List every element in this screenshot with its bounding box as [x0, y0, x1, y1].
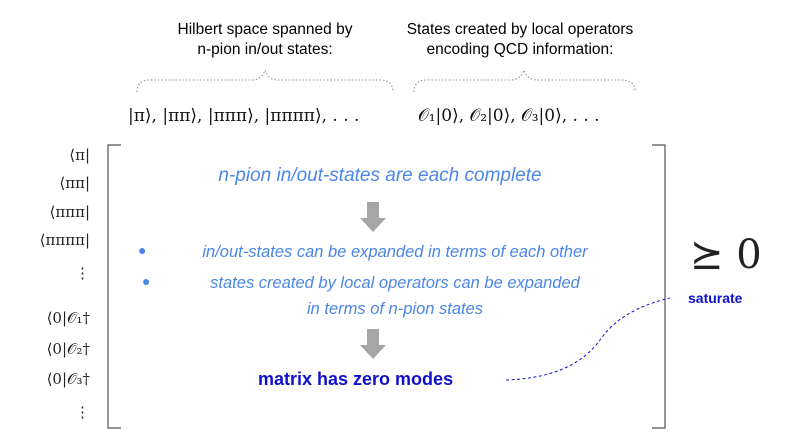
- bullet-dot-2: ●: [142, 273, 151, 289]
- bra-row-7: ⟨0|𝒪₂†: [46, 340, 90, 358]
- bullet-local-operators-line2: in terms of n-pion states: [306, 300, 484, 318]
- bra-row-2: ⟨ππ|: [59, 174, 90, 192]
- header-local-line1: States created by local operators: [406, 21, 634, 38]
- dashed-connector: [505, 297, 671, 381]
- bullet-dot-1: ●: [138, 242, 147, 258]
- conclusion-zero-modes: matrix has zero modes: [258, 369, 454, 389]
- bra-row-5: ⋮: [75, 264, 90, 282]
- bra-row-1: ⟨π|: [69, 146, 90, 164]
- bra-row-9: ⋮: [75, 403, 90, 421]
- left-matrix-bracket: [107, 144, 121, 429]
- n-pion-kets: |π⟩, |ππ⟩, |πππ⟩, |ππππ⟩, . . .: [128, 106, 360, 126]
- header-hilbert-line2: n-pion in/out states:: [197, 41, 333, 58]
- bra-row-3: ⟨πππ|: [49, 203, 90, 221]
- down-arrow-2: [360, 329, 386, 359]
- bullet-local-operators-line1: states created by local operators can be…: [210, 274, 580, 292]
- saturate-label: saturate: [688, 290, 743, 306]
- operator-kets: 𝒪₁|0⟩, 𝒪₂|0⟩, 𝒪₃|0⟩, . . .: [418, 106, 600, 126]
- header-hilbert-space: Hilbert space spanned by n-pion in/out s…: [135, 20, 395, 60]
- header-local-line2: encoding QCD information:: [426, 41, 614, 58]
- header-local-operators: States created by local operators encodi…: [385, 20, 655, 60]
- bra-row-4: ⟨ππππ|: [39, 231, 90, 249]
- right-dotted-brace: [413, 68, 636, 93]
- psd-symbol: ⪰ 0: [690, 232, 762, 278]
- header-hilbert-line1: Hilbert space spanned by: [177, 21, 353, 38]
- bullet-expand-each-other: in/out-states can be expanded in terms o…: [202, 243, 588, 261]
- down-arrow-1: [360, 202, 386, 232]
- bra-row-8: ⟨0|𝒪₃†: [46, 370, 90, 388]
- statement-complete: n-pion in/out-states are each complete: [218, 165, 542, 186]
- right-matrix-bracket: [652, 144, 666, 429]
- left-dotted-brace: [136, 68, 394, 93]
- bra-row-6: ⟨0|𝒪₁†: [46, 309, 90, 327]
